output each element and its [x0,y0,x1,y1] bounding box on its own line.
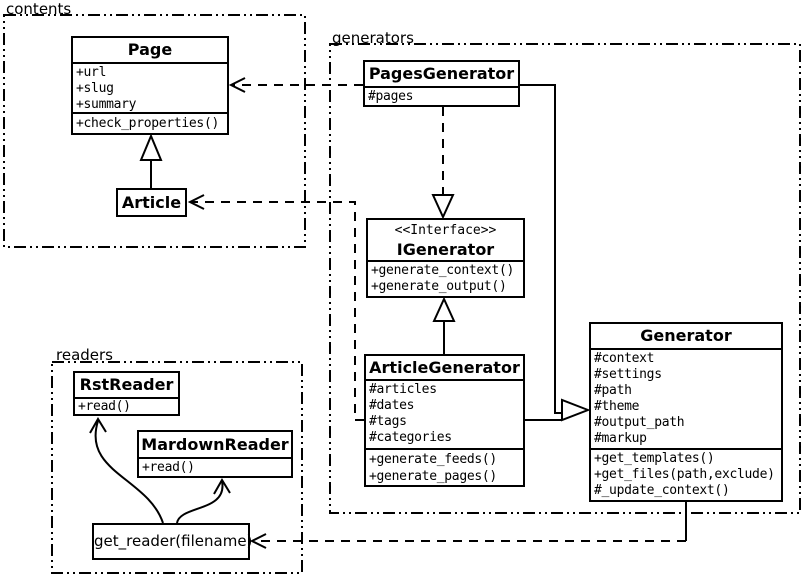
attribute: #theme [594,399,640,414]
class-page-methods: +check_properties() [73,112,227,133]
arrow-generators-to-generator [520,84,591,422]
class-pagesgenerator: PagesGenerator #pages [363,60,520,107]
class-igenerator: <<Interface>> IGenerator +generate_conte… [366,218,525,298]
attribute: #articles [369,382,437,397]
arrow-pagesgenerator-to-igenerator-realization [431,107,455,220]
class-mardownreader-methods: +read() [139,457,291,476]
attribute: #pages [368,89,414,104]
method: #_update_context() [594,483,730,498]
attribute: #settings [594,367,662,382]
class-articlegenerator: ArticleGenerator #articles #dates #tags … [364,354,525,487]
class-generator-attributes: #context #settings #path #theme #output_… [591,348,781,448]
class-article: Article [116,188,187,217]
class-generator-title: Generator [640,326,732,345]
method: +get_templates() [594,451,715,466]
class-igenerator-methods: +generate_context() +generate_output() [368,260,523,296]
class-rstreader-methods: +read() [75,397,178,414]
class-article-title: Article [121,193,182,212]
class-igenerator-title: IGenerator [396,240,495,259]
class-generator: Generator #context #settings #path #them… [589,322,783,502]
class-rstreader-title: RstReader [79,375,174,394]
method: +check_properties() [76,116,220,131]
method: +read() [142,460,195,475]
arrow-article-to-page-generalization [139,133,163,188]
attribute: #output_path [594,415,685,430]
attribute: #tags [369,414,407,429]
method: +generate_output() [371,279,507,294]
method: +generate_context() [371,263,515,278]
arrow-getreader-to-mardownreader [176,478,231,524]
package-generators-label: generators [332,29,414,47]
class-page-attributes: +url +slug +summary [73,62,227,112]
class-generator-methods: +get_templates() +get_files(path,exclude… [591,448,781,500]
class-pagesgenerator-attributes: #pages [365,86,518,105]
class-page: Page +url +slug +summary +check_properti… [71,36,229,135]
attribute: #dates [369,398,415,413]
class-igenerator-header: <<Interface>> IGenerator [368,220,523,260]
class-mardownreader: MardownReader +read() [137,430,293,478]
arrow-generator-to-getreader [249,502,687,549]
method: +read() [78,399,131,414]
class-articlegenerator-methods: +generate_feeds() +generate_pages() [366,448,523,485]
class-rstreader: RstReader +read() [73,371,180,416]
class-pagesgenerator-title: PagesGenerator [368,64,515,83]
attribute: #categories [369,430,452,445]
attribute: #markup [594,431,647,446]
class-articlegenerator-title: ArticleGenerator [369,358,520,377]
method: +get_files(path,exclude) [594,467,775,482]
arrow-pagesgenerator-to-page [228,77,363,93]
arrow-articlegenerator-to-article [187,194,364,421]
method: +generate_feeds() [369,452,497,467]
class-mardownreader-title: MardownReader [141,435,289,454]
package-contents-label: contents [6,0,72,18]
attribute: +summary [76,97,137,112]
method: +generate_pages() [369,469,497,484]
package-readers-label: readers [56,346,113,364]
class-articlegenerator-attributes: #articles #dates #tags #categories [366,379,523,448]
attribute: #context [594,351,655,366]
class-page-title: Page [127,40,173,59]
attribute: #path [594,383,632,398]
attribute: +url [76,65,107,80]
attribute: +slug [76,81,114,96]
class-igenerator-stereotype: <<Interface>> [394,223,497,238]
getreader-box: get_reader(filename) [92,523,252,560]
arrow-articlegenerator-to-igenerator [432,296,456,354]
